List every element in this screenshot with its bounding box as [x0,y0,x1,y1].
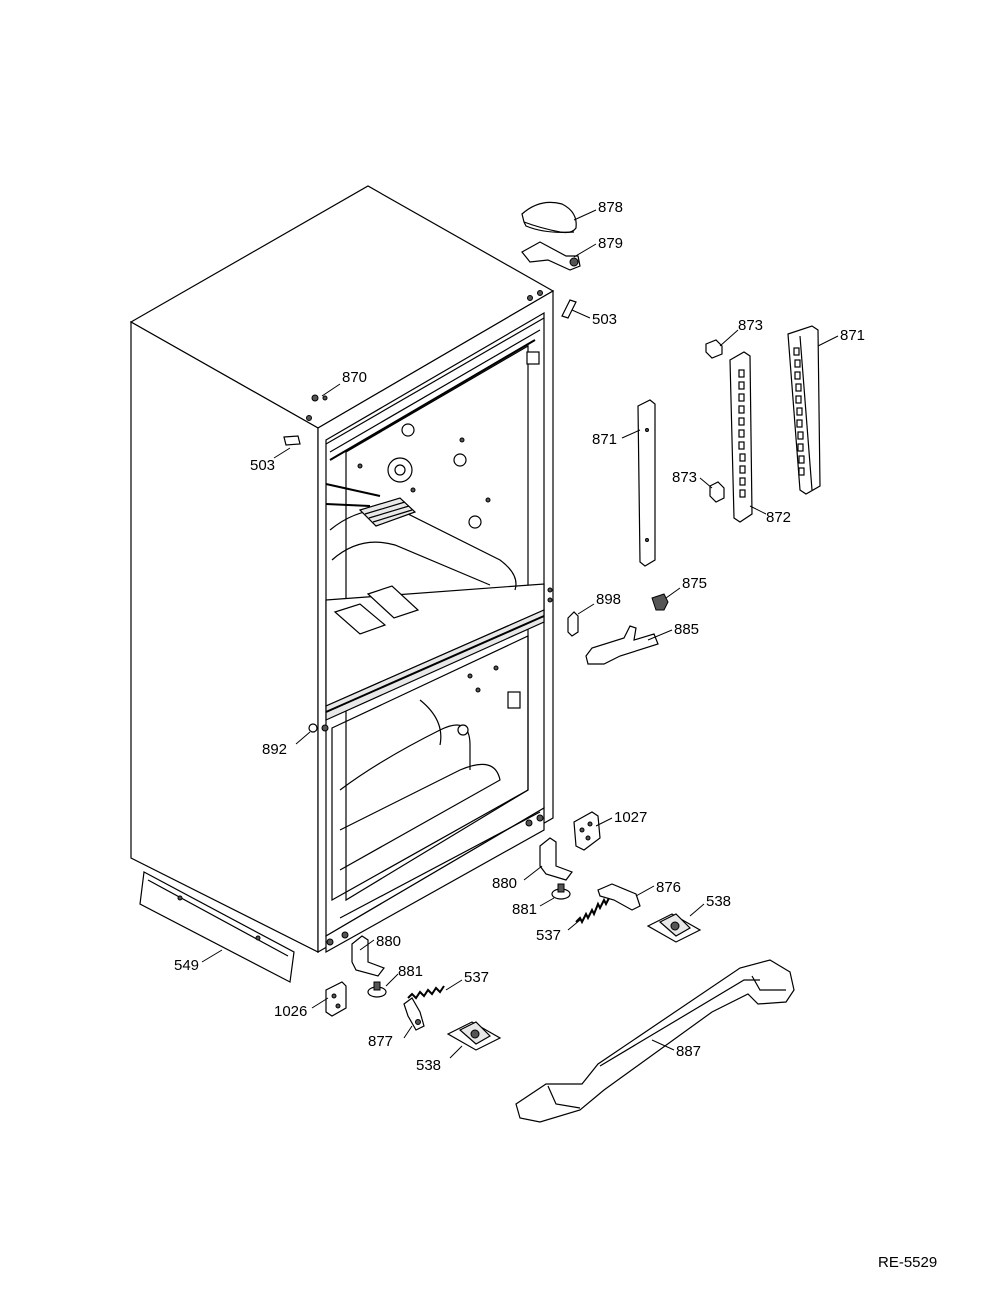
refrigerator-cabinet [129,185,555,954]
callout-898: 898 [596,591,621,608]
callout-877: 877 [368,1033,393,1050]
part-881-leveler-left [367,981,387,998]
callout-887: 887 [676,1043,701,1060]
callout-873: 873 [672,469,697,486]
callout-870: 870 [342,369,367,386]
part-880-leg-bracket-right [539,837,573,881]
callout-871: 871 [592,431,617,448]
part-885-bracket [585,625,659,665]
callout-537: 537 [536,927,561,944]
part-873-clip-top [705,339,723,359]
leader-lines [201,209,839,1059]
part-1026-hinge-bracket [325,981,347,1017]
callout-880: 880 [492,875,517,892]
callout-875: 875 [682,575,707,592]
callout-881: 881 [398,963,423,980]
part-871-rail-large [787,325,821,495]
callout-885: 885 [674,621,699,638]
part-538-roller-left [446,1021,502,1051]
callout-537: 537 [464,969,489,986]
callout-1027: 1027 [614,809,647,826]
part-537-spring-left [407,985,445,1000]
part-880-leg-bracket-left [351,935,385,977]
rail-slots [738,369,746,498]
part-898-clip [567,611,579,637]
callout-1026: 1026 [274,1003,307,1020]
part-878-hinge-cover [521,201,577,234]
rail-slots [793,347,805,476]
part-881-leveler-right [551,883,571,900]
callout-538: 538 [706,893,731,910]
callout-503: 503 [592,311,617,328]
part-892-plug [308,723,318,733]
callout-881: 881 [512,901,537,918]
callout-538: 538 [416,1057,441,1074]
callout-872: 872 [766,509,791,526]
part-877-cam-left [403,997,425,1031]
callout-878: 878 [598,199,623,216]
part-549-grille [139,871,295,983]
part-871-rail-small [637,399,656,567]
callout-503: 503 [250,457,275,474]
part-875-cap [651,593,669,611]
callout-879: 879 [598,235,623,252]
part-876-cam-right [597,883,641,911]
callout-549: 549 [174,957,199,974]
callout-880: 880 [376,933,401,950]
callout-labels: 878 879 503 873 871 870 503 871 873 872 … [174,199,865,1074]
part-538-roller-right [646,913,702,943]
part-873-clip-bottom [709,481,725,503]
part-870-screw [311,394,328,402]
part-503-clip-left [283,435,301,446]
callout-871: 871 [840,327,865,344]
part-537-spring-right [575,895,611,925]
callout-873: 873 [738,317,763,334]
callout-892: 892 [262,741,287,758]
part-1027-hinge-bracket [573,811,601,851]
part-872-slotted-rail [729,351,753,523]
reference-code: RE-5529 [878,1254,938,1271]
callout-876: 876 [656,879,681,896]
part-879-top-hinge [521,241,581,271]
part-503-clip-top [561,299,577,319]
